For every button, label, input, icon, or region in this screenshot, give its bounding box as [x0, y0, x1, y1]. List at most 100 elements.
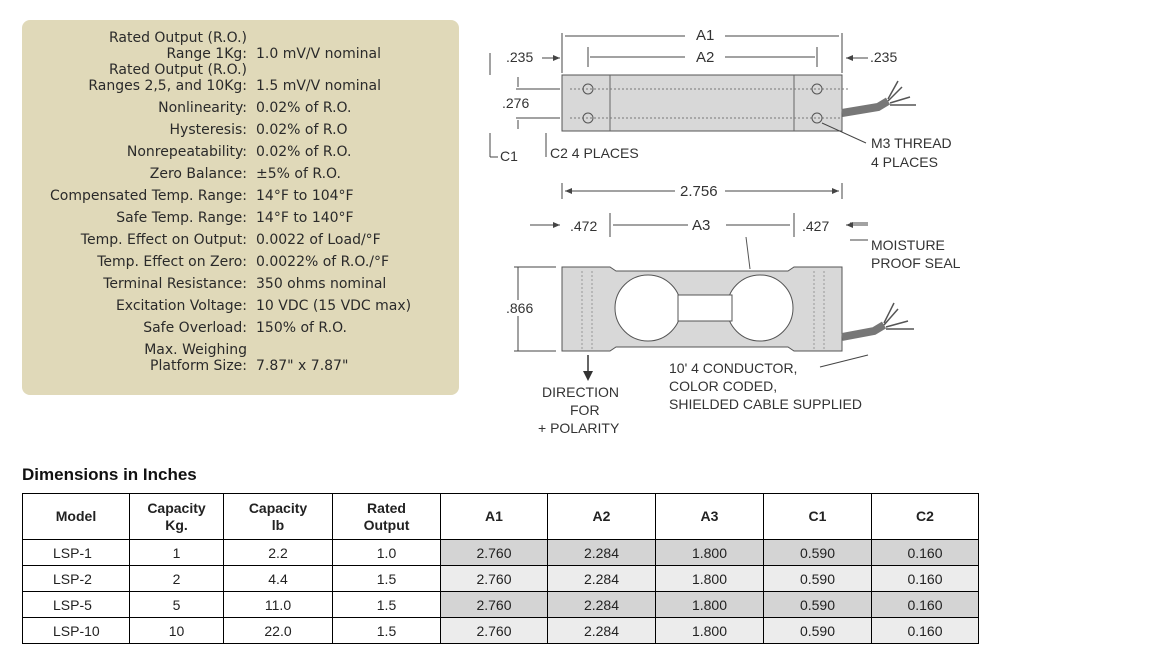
spec-row: Rated Output (R.O.)	[22, 62, 411, 78]
spec-value	[256, 30, 411, 46]
spec-label: Hysteresis:	[169, 122, 247, 138]
table-cell: 11.0	[223, 591, 333, 618]
spec-row: Zero Balance: ±5% of R.O.	[22, 160, 411, 182]
spec-value: 14°F to 140°F	[256, 210, 354, 226]
dim-235-right: .235	[870, 49, 897, 65]
spec-row: Terminal Resistance: 350 ohms nominal	[22, 270, 411, 292]
table-cell: LSP-2	[22, 565, 130, 592]
spec-label: Safe Temp. Range:	[116, 210, 247, 226]
table-cell: 4.4	[223, 565, 333, 592]
spec-row: Temp. Effect on Output: 0.0022 of Load/°F	[22, 226, 411, 248]
table-cell: 2.760	[440, 617, 548, 644]
table-cell: 2.284	[547, 617, 656, 644]
spec-value: 0.0022 of Load/°F	[256, 232, 381, 248]
dim-472: .472	[570, 218, 597, 234]
cable-label-2: COLOR CODED,	[669, 378, 777, 394]
spec-label: Excitation Voltage:	[115, 298, 247, 314]
table-cell: 1.800	[655, 565, 764, 592]
table-cell: 1.800	[655, 591, 764, 618]
a3-label: A3	[692, 217, 710, 234]
spec-row: Safe Temp. Range: 14°F to 140°F	[22, 204, 411, 226]
table-cell: 1.0	[332, 539, 441, 566]
dim-427: .427	[802, 218, 829, 234]
spec-value: 10 VDC (15 VDC max)	[256, 298, 412, 314]
spec-row: Nonlinearity: 0.02% of R.O.	[22, 94, 411, 116]
dim-235-left: .235	[506, 49, 533, 65]
spec-label: Rated Output (R.O.)	[108, 30, 247, 46]
spec-label: Max. Weighing	[144, 342, 247, 358]
table-cell: LSP-1	[22, 539, 130, 566]
spec-value: ±5% of R.O.	[256, 166, 341, 182]
dim-866: .866	[506, 300, 533, 316]
spec-row: Excitation Voltage: 10 VDC (15 VDC max)	[22, 292, 411, 314]
a1-label: A1	[696, 27, 714, 44]
spec-value: 0.02% of R.O.	[256, 144, 352, 160]
spec-row: Range 1Kg:1.0 mV/V nominal	[22, 46, 411, 62]
table-cell: 22.0	[223, 617, 333, 644]
table-cell: 0.590	[763, 539, 872, 566]
dim-276: .276	[502, 95, 529, 111]
direction-label-3: + POLARITY	[538, 420, 620, 436]
spec-row: Rated Output (R.O.)	[22, 30, 411, 46]
table-cell: 0.160	[871, 565, 979, 592]
table-cell: 5	[129, 591, 224, 618]
column-header: C1	[763, 493, 872, 540]
specifications-list: Rated Output (R.O.)Range 1Kg:1.0 mV/V no…	[22, 30, 411, 374]
table-cell: 0.590	[763, 617, 872, 644]
spec-row: Hysteresis:0.02% of R.O	[22, 116, 411, 138]
spec-label: Nonrepeatability:	[126, 144, 247, 160]
table-cell: 1.800	[655, 539, 764, 566]
column-header: A1	[440, 493, 548, 540]
cable-label-3: SHIELDED CABLE SUPPLIED	[669, 396, 862, 412]
table-cell: 10	[129, 617, 224, 644]
spec-row: Temp. Effect on Zero: 0.0022% of R.O./°F	[22, 248, 411, 270]
spec-value: 1.0 mV/V nominal	[256, 46, 381, 62]
column-header: C2	[871, 493, 979, 540]
column-header: Model	[22, 493, 130, 540]
table-cell: 0.590	[763, 591, 872, 618]
c1-label: C1	[500, 148, 518, 164]
column-header: A2	[547, 493, 656, 540]
spec-label: Terminal Resistance:	[103, 276, 247, 292]
spec-row: Safe Overload: 150% of R.O.	[22, 314, 411, 336]
table-cell: 2	[129, 565, 224, 592]
spec-value: 14°F to 104°F	[256, 188, 354, 204]
spec-label: Platform Size:	[150, 358, 247, 374]
table-cell: 2.760	[440, 565, 548, 592]
spec-value: 1.5 mV/V nominal	[256, 78, 381, 94]
table-cell: 0.590	[763, 565, 872, 592]
table-cell: 1.5	[332, 565, 441, 592]
moisture-label-2: PROOF SEAL	[871, 255, 961, 271]
dim-2756: 2.756	[680, 183, 718, 200]
a2-label: A2	[696, 49, 714, 66]
spec-value: 0.0022% of R.O./°F	[256, 254, 390, 270]
spec-label: Temp. Effect on Zero:	[97, 254, 247, 270]
spec-row: Ranges 2,5, and 10Kg: 1.5 mV/V nominal	[22, 78, 411, 94]
spec-label: Nonlinearity:	[158, 100, 247, 116]
spec-label: Ranges 2,5, and 10Kg:	[88, 78, 247, 94]
spec-value: 0.02% of R.O.	[256, 100, 352, 116]
spec-row: Nonrepeatability: 0.02% of R.O.	[22, 138, 411, 160]
m3-places-label: 4 PLACES	[871, 154, 938, 170]
spec-row: Compensated Temp. Range: 14°F to 104°F	[22, 182, 411, 204]
spec-value: 7.87" x 7.87"	[256, 358, 349, 374]
spec-value	[256, 336, 411, 358]
table-cell: 1.5	[332, 617, 441, 644]
spec-label: Temp. Effect on Output:	[80, 232, 247, 248]
table-cell: 0.160	[871, 591, 979, 618]
spec-label: Compensated Temp. Range:	[50, 188, 247, 204]
table-cell: 2.760	[440, 591, 548, 618]
direction-label-2: FOR	[570, 402, 600, 418]
table-cell: LSP-5	[22, 591, 130, 618]
column-header: A3	[655, 493, 764, 540]
dimensions-title: Dimensions in Inches	[22, 465, 197, 484]
spec-label: Safe Overload:	[143, 320, 247, 336]
spec-value: 350 ohms nominal	[256, 276, 387, 292]
spec-value: 150% of R.O.	[256, 320, 347, 336]
table-cell: 1	[129, 539, 224, 566]
spec-label: Zero Balance:	[149, 166, 247, 182]
